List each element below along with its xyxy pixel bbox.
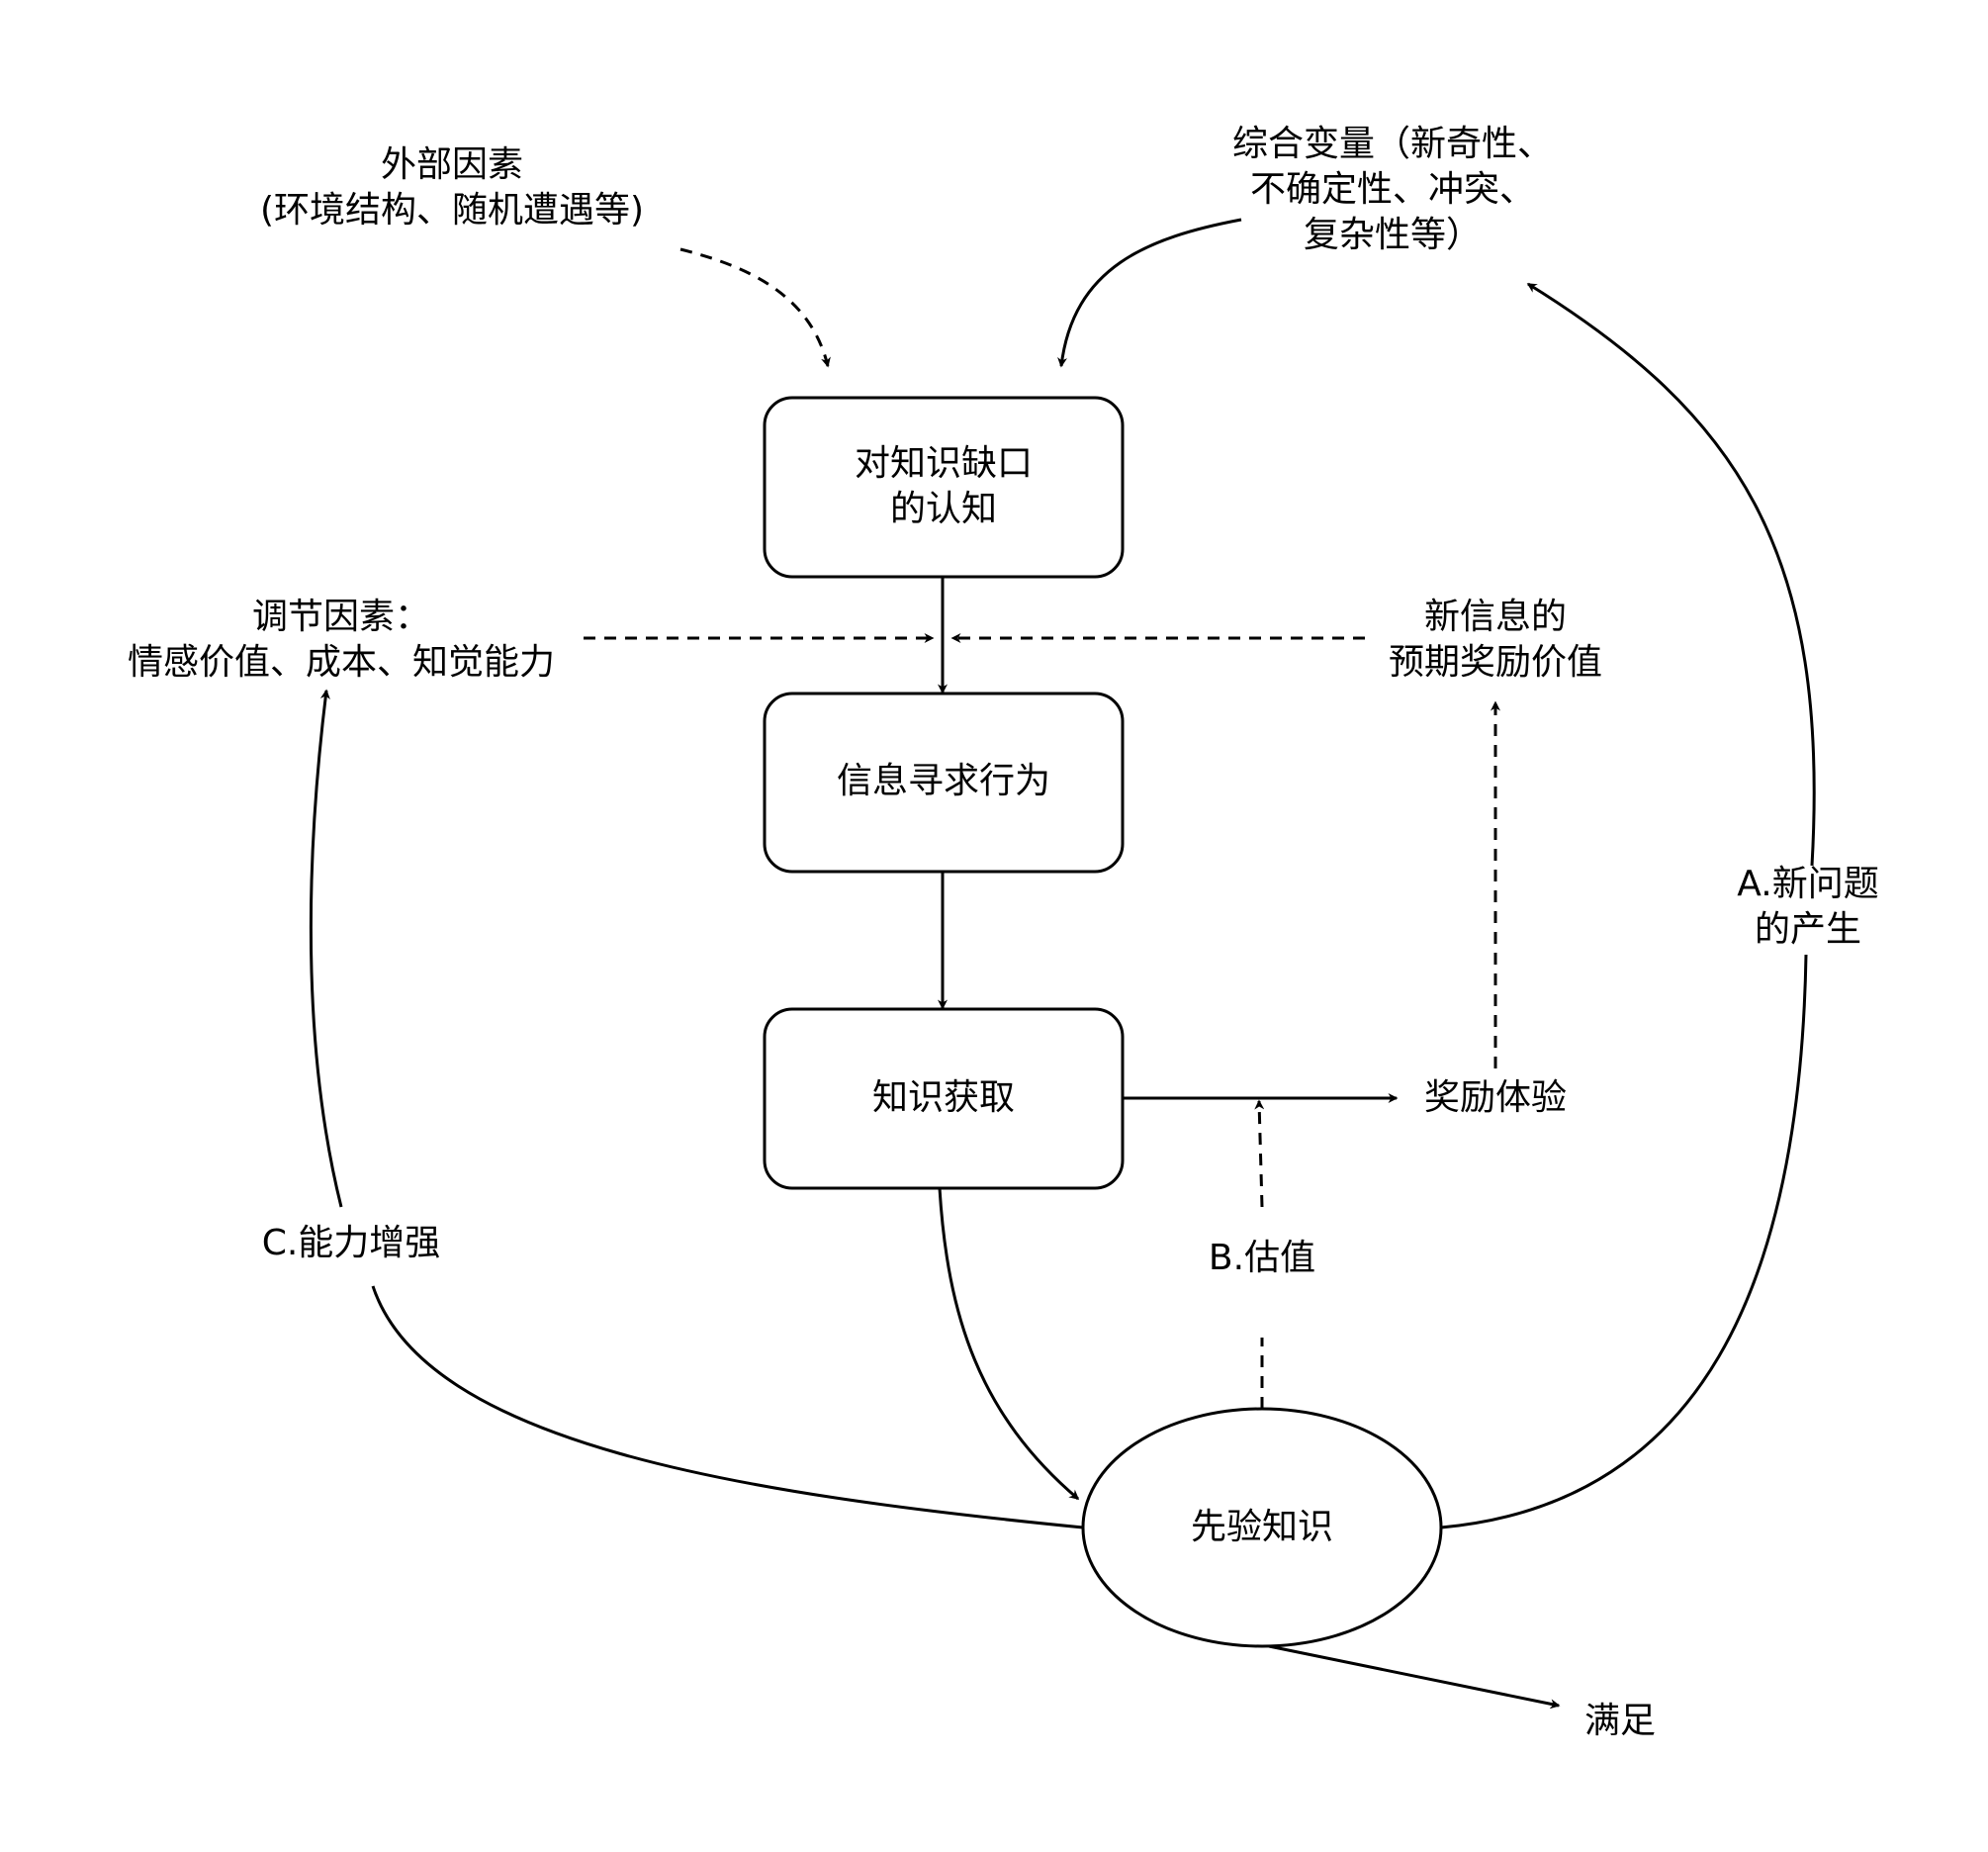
edge-prior-to-new-question-upper bbox=[1526, 282, 1816, 867]
label-satisfaction-line-1: 满足 bbox=[1583, 1701, 1657, 1741]
label-valuation-line-1: B.估值 bbox=[1208, 1238, 1316, 1278]
label-expected-reward-line-2: 预期奖励价值 bbox=[1388, 642, 1603, 683]
label-ability-line-1: C.能力增强 bbox=[261, 1223, 441, 1263]
label-satisfaction: 满足 bbox=[1584, 1699, 1656, 1744]
label-external-factors: 外部因素 (环境结构、随机遭遇等) bbox=[260, 142, 644, 233]
label-external-line-2: (环境结构、随机遭遇等) bbox=[259, 190, 645, 231]
label-composite-line-1: 综合变量（新奇性、 bbox=[1231, 124, 1554, 164]
edge-composite-to-gap bbox=[1057, 218, 1242, 368]
node-acquisition-label: 知识获取 bbox=[872, 1075, 1015, 1121]
edge-prior-to-ability-upper bbox=[309, 689, 343, 1208]
edge-external-to-gap bbox=[679, 247, 831, 368]
label-composite-line-2: 不确定性、冲突、 bbox=[1249, 169, 1536, 210]
edge-prior-to-ability-lower bbox=[371, 1285, 1084, 1529]
label-reward-experience: 奖励体验 bbox=[1424, 1075, 1567, 1121]
label-new-question-line-2: 的产生 bbox=[1754, 909, 1862, 950]
label-reward-experience-line-1: 奖励体验 bbox=[1423, 1077, 1568, 1118]
edge-acquisition-to-prior bbox=[938, 1187, 1080, 1501]
node-seeking-label: 信息寻求行为 bbox=[837, 759, 1050, 804]
label-ability-enhancement: C.能力增强 bbox=[262, 1221, 441, 1266]
node-seeking-line-1: 信息寻求行为 bbox=[836, 761, 1051, 801]
edge-prior-to-new-question-lower bbox=[1440, 954, 1808, 1529]
label-moderating-line-1: 调节因素： bbox=[251, 597, 431, 637]
label-expected-reward-line-1: 新信息的 bbox=[1423, 597, 1568, 637]
node-acquisition-line-1: 知识获取 bbox=[871, 1077, 1016, 1118]
label-external-line-1: 外部因素 bbox=[380, 144, 523, 185]
node-prior-label: 先验知识 bbox=[1191, 1505, 1333, 1550]
label-new-question: A.新问题 的产生 bbox=[1737, 862, 1878, 953]
label-new-question-line-1: A.新问题 bbox=[1737, 864, 1879, 904]
node-gap-label: 对知识缺口 的认知 bbox=[855, 441, 1033, 532]
label-expected-reward: 新信息的 预期奖励价值 bbox=[1389, 595, 1602, 686]
label-moderating-factors: 调节因素： 情感价值、成本、知觉能力 bbox=[128, 595, 555, 686]
label-composite-line-3: 复杂性等） bbox=[1303, 215, 1483, 255]
edge-prior-to-satisfaction bbox=[1268, 1644, 1561, 1710]
node-gap-line-2: 的认知 bbox=[889, 489, 998, 529]
node-prior-line-1: 先验知识 bbox=[1190, 1507, 1334, 1547]
edge-prior-valuation-upper bbox=[1254, 1099, 1265, 1208]
node-gap-line-1: 对知识缺口 bbox=[854, 443, 1034, 484]
label-moderating-line-2: 情感价值、成本、知觉能力 bbox=[127, 642, 556, 683]
label-composite-variables: 综合变量（新奇性、 不确定性、冲突、 复杂性等） bbox=[1232, 122, 1553, 258]
label-valuation: B.估值 bbox=[1209, 1236, 1315, 1281]
